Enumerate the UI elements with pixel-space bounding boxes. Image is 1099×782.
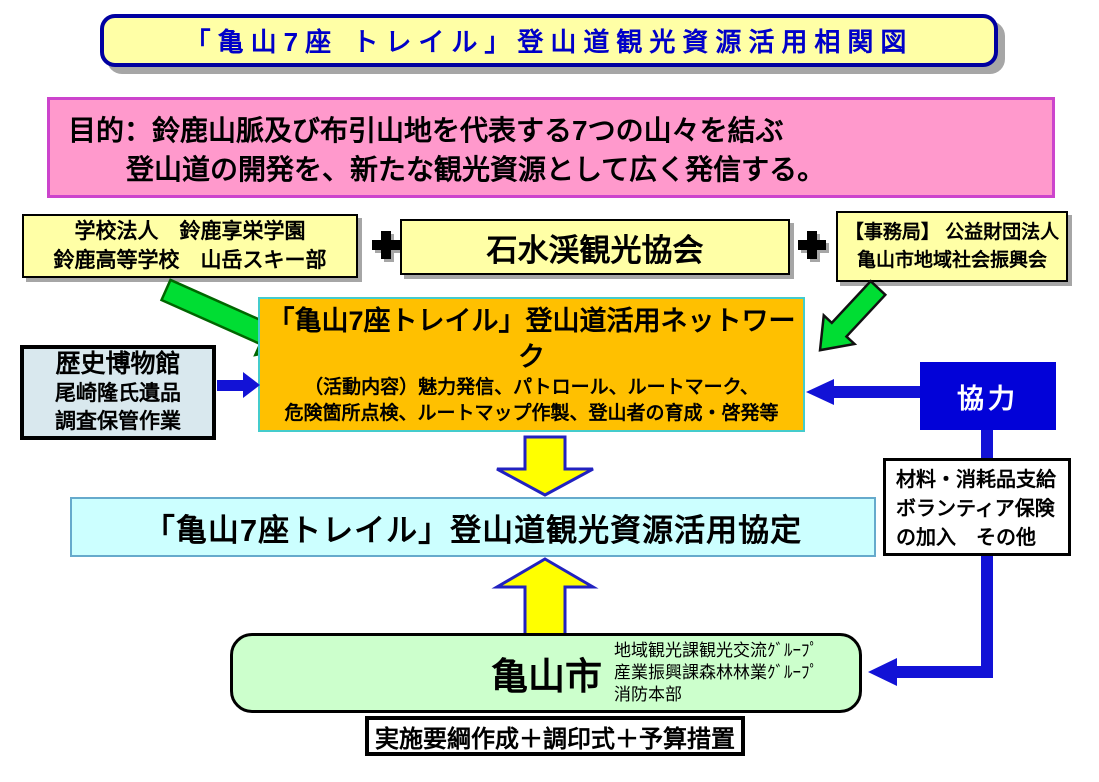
city-department: 産業振興課森林林業ｸﾞﾙｰﾌﾟ [614, 663, 818, 682]
support-line: 材料・消耗品支給 [896, 469, 1056, 491]
support-line: ボランティア保険 [896, 498, 1055, 520]
network-line: （活動内容）魅力発信、パトロール、ルートマーク、 [304, 376, 759, 398]
diagram-title: 「亀山7座 トレイル」登山道観光資源活用相関図 [184, 27, 914, 57]
city-department: 地域観光課観光交流ｸﾞﾙｰﾌﾟ [614, 641, 818, 660]
yellow-arrow-up-icon [491, 557, 599, 638]
purpose-box: 目的：鈴鹿山脈及び布引山地を代表する7つの山々を結ぶ 登山道の開発を、新たな観光… [47, 97, 1055, 198]
association-label: 石水渓観光協会 [486, 232, 704, 268]
network-line: 危険箇所点検、ルートマップ作製、登山者の育成・啓発等 [284, 402, 779, 424]
secretariat-line: 亀山市地域社会振興会 [856, 249, 1047, 271]
plus-icon [798, 231, 826, 259]
cooperation-label: 協力 [957, 383, 1019, 414]
agreement-label: 「亀山7座トレイル」登山道観光資源活用協定 [143, 512, 803, 548]
museum-title: 歴史博物館 [55, 350, 181, 378]
museum-box: 歴史博物館 尾崎隆氏遺品 調査保管作業 [20, 345, 216, 440]
city-departments: 地域観光課観光交流ｸﾞﾙｰﾌﾟ 産業振興課森林林業ｸﾞﾙｰﾌﾟ 消防本部 [614, 640, 818, 706]
arrow-head-left-icon [806, 379, 834, 405]
museum-line: 調査保管作業 [55, 410, 181, 433]
network-box: 「亀山7座トレイル」登山道活用ネットワーク （活動内容）魅力発信、パトロール、ル… [258, 297, 805, 432]
agreement-box: 「亀山7座トレイル」登山道観光資源活用協定 [70, 497, 876, 557]
cooperation-box: 協力 [920, 362, 1056, 430]
museum-to-network-arrow [217, 380, 245, 391]
museum-line: 尾崎隆氏遺品 [55, 382, 181, 405]
city-box: 亀山市 地域観光課観光交流ｸﾞﾙｰﾌﾟ 産業振興課森林林業ｸﾞﾙｰﾌﾟ 消防本部 [230, 633, 862, 713]
school-line: 学校法人 鈴鹿享栄学園 [74, 220, 306, 243]
secretariat-box: 【事務局】 公益財団法人 亀山市地域社会振興会 [836, 211, 1068, 282]
network-title: 「亀山7座トレイル」登山道活用ネットワーク [267, 305, 796, 372]
city-department: 消防本部 [614, 685, 682, 704]
procedure-label: 実施要綱作成＋調印式＋予算措置 [375, 725, 735, 753]
city-name: 亀山市 [491, 656, 602, 697]
yellow-arrow-down-icon [496, 435, 594, 497]
arrow-head-left-icon [868, 658, 897, 686]
school-box: 学校法人 鈴鹿享栄学園 鈴鹿高等学校 山岳スキー部 [22, 214, 358, 278]
cooperation-to-city-arrow [897, 666, 992, 678]
cooperation-to-network-arrow [834, 386, 920, 398]
school-line: 鈴鹿高等学校 山岳スキー部 [53, 249, 327, 272]
purpose-line: 目的：鈴鹿山脈及び布引山地を代表する7つの山々を結ぶ [68, 115, 784, 146]
diagram-title-box: 「亀山7座 トレイル」登山道観光資源活用相関図 [100, 14, 998, 67]
association-box: 石水渓観光協会 [400, 219, 790, 275]
support-box: 材料・消耗品支給 ボランティア保険 の加入 その他 [883, 458, 1071, 556]
plus-icon [372, 231, 400, 259]
support-line: の加入 その他 [896, 527, 1036, 549]
arrow-head-right-icon [243, 372, 260, 398]
purpose-line: 登山道の開発を、新たな観光資源として広く発信する。 [126, 154, 826, 185]
secretariat-line: 【事務局】 公益財団法人 [844, 221, 1060, 243]
procedure-box: 実施要綱作成＋調印式＋予算措置 [365, 716, 745, 756]
green-arrow-down-left-icon [818, 279, 888, 352]
